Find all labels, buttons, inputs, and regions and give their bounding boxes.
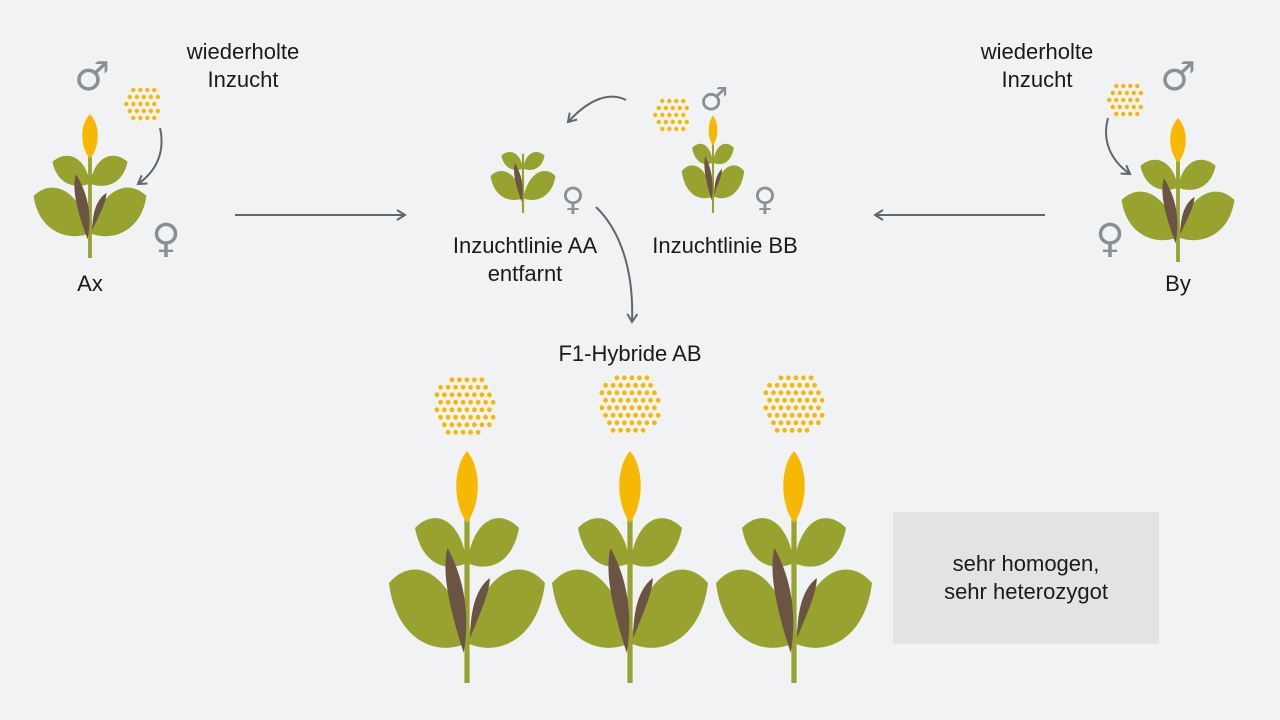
hybrid-plant-3 <box>716 451 872 683</box>
right-process-line1: wiederholte <box>980 39 1094 64</box>
inbred-aa-label: Inzuchtlinie AA entfarnt <box>440 232 610 288</box>
pollen-cluster-by <box>1107 83 1144 117</box>
male-symbol-by: ♂ <box>1160 54 1196 100</box>
pollen-cluster-bb <box>653 98 689 132</box>
male-symbol-bb: ♂ <box>700 80 729 118</box>
parent-label-by: By <box>1165 271 1191 296</box>
arrow-pollen-bb-to-aa <box>566 95 627 124</box>
pollen-cluster-hybrid-1 <box>434 377 496 435</box>
left-process-line2: Inzucht <box>207 67 279 92</box>
inbred-aa-line1: Inzuchtlinie AA <box>452 233 598 258</box>
pollen-cluster-hybrid-3 <box>763 375 825 433</box>
female-symbol-aa: ♀ <box>561 180 584 218</box>
self-pollination-arrow-ax <box>136 127 163 186</box>
inbred-bb-label: Inzuchtlinie BB <box>652 233 798 258</box>
note-line1: sehr homogen, <box>952 551 1100 576</box>
parent-label-ax: Ax <box>77 271 103 296</box>
hybrid-plant-1 <box>389 451 545 683</box>
self-pollination-arrow-by <box>1105 117 1132 176</box>
male-symbol-ax: ♂ <box>74 54 110 100</box>
left-process-label: wiederholte Inzucht <box>168 38 318 94</box>
left-process-line1: wiederholte <box>186 39 300 64</box>
note-line2: sehr heterozygot <box>944 579 1108 604</box>
female-symbol-by: ♀ <box>1095 216 1124 262</box>
parent-plant-ax <box>33 114 147 258</box>
inbred-aa-line2: entfarnt <box>487 261 563 286</box>
hybrid-plant-2 <box>552 451 708 683</box>
note-box: sehr homogen, sehr heterozygot <box>893 512 1159 644</box>
pollen-cluster-ax <box>124 87 160 121</box>
pollen-cluster-hybrid-2 <box>599 375 661 433</box>
right-process-label: wiederholte Inzucht <box>962 38 1112 94</box>
arrow-cross-to-hybrid <box>595 206 639 324</box>
female-symbol-bb: ♀ <box>753 180 776 218</box>
parent-plant-by <box>1121 118 1235 262</box>
hybrid-title: F1-Hybride AB <box>558 341 702 366</box>
female-symbol-ax: ♀ <box>151 216 180 262</box>
inbred-plant-bb <box>681 115 745 213</box>
right-process-line2: Inzucht <box>1001 67 1073 92</box>
inbred-plant-aa <box>490 152 556 213</box>
